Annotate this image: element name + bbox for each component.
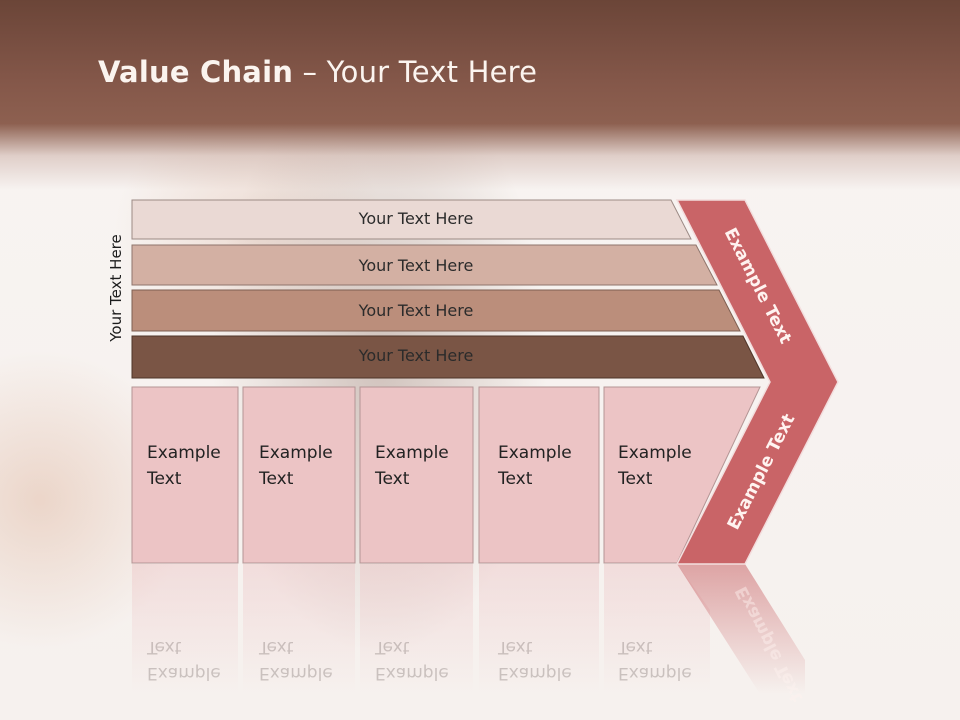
bar-2	[131, 244, 718, 286]
box-5-text-reflection: Example Text	[618, 634, 708, 686]
box-reflection	[604, 564, 710, 694]
title-bold: Value Chain	[98, 55, 294, 89]
box-2-line1-reflection: Example	[259, 663, 333, 683]
bar-4-label: Your Text Here	[358, 346, 474, 365]
reflection-group	[132, 564, 805, 694]
bar-3	[131, 289, 741, 332]
box-1-line1-reflection: Example	[147, 663, 221, 683]
box-5-line1-reflection: Example	[618, 663, 692, 683]
box-3-line2-reflection: Text	[375, 637, 410, 657]
box-1-line2: Text	[147, 469, 182, 489]
chevron-reflection	[677, 564, 805, 694]
box-2-text-reflection: Example Text	[259, 634, 349, 686]
box-5-line2-reflection: Text	[618, 637, 653, 657]
title-rest: – Your Text Here	[293, 55, 538, 89]
bar-2-label: Your Text Here	[358, 256, 474, 275]
box-2-line2-reflection: Text	[259, 637, 294, 657]
box-1	[131, 386, 239, 564]
box-4-line2-reflection: Text	[498, 637, 533, 657]
box-3-line1-reflection: Example	[375, 663, 449, 683]
box-reflection	[479, 564, 599, 694]
bar-3-label: Your Text Here	[358, 301, 474, 320]
box-2-line2: Text	[259, 469, 294, 489]
box-4-text-reflection: Example Text	[498, 634, 588, 686]
bar-1	[131, 199, 692, 240]
chevron-arrow	[675, 199, 839, 565]
page-title: Value Chain – Your Text Here	[98, 55, 537, 89]
box-reflection	[360, 564, 473, 694]
box-2	[242, 386, 356, 564]
box-reflection	[132, 564, 238, 694]
title-bar	[0, 0, 960, 190]
box-1-line2-reflection: Text	[147, 637, 182, 657]
box-5-line2: Text	[618, 469, 653, 489]
box-3-line1: Example	[375, 443, 449, 463]
box-1-text-reflection: Example Text	[147, 634, 237, 686]
box-reflection	[243, 564, 355, 694]
box-5-line1: Example	[618, 443, 692, 463]
box-3-line2: Text	[375, 469, 410, 489]
box-4-line1: Example	[498, 443, 572, 463]
box-4-line1-reflection: Example	[498, 663, 572, 683]
box-1-line1: Example	[147, 443, 221, 463]
bar-4	[131, 335, 765, 379]
box-3-text-reflection: Example Text	[375, 634, 465, 686]
bar-1-label: Your Text Here	[358, 209, 474, 228]
box-4-line2: Text	[498, 469, 533, 489]
box-2-line1: Example	[259, 443, 333, 463]
box-4	[478, 386, 600, 564]
box-3	[359, 386, 474, 564]
